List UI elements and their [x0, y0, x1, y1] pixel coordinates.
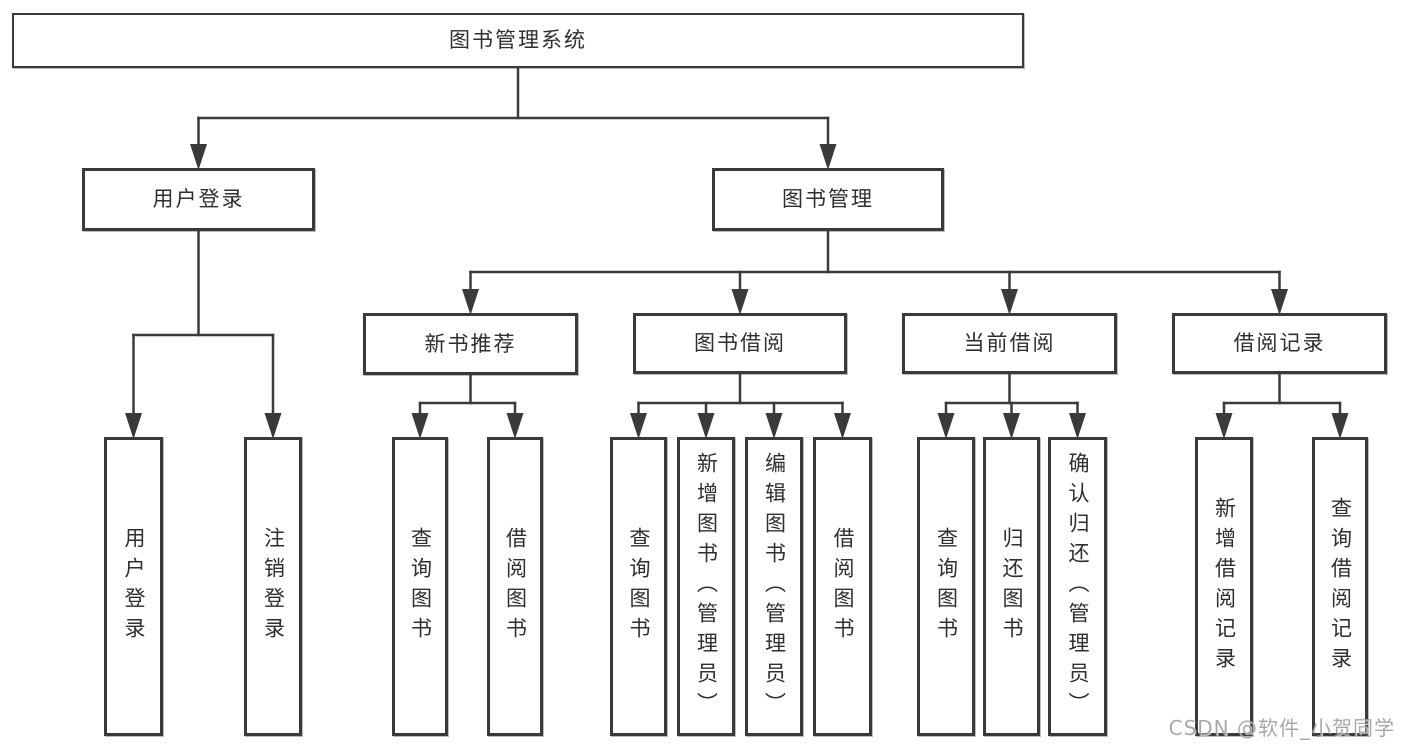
- node-label-leaf-user-login: 用户登录: [122, 526, 146, 647]
- arrowhead-icon: [1001, 289, 1018, 315]
- arrowhead-icon: [411, 413, 429, 439]
- node-leaf-user-login: 用户登录: [104, 437, 163, 736]
- arrowhead-icon: [765, 413, 783, 439]
- node-leaf-cur-query: 查询图书: [917, 437, 975, 736]
- node-label-leaf-bw-add: 新增图书（管理员）: [694, 451, 719, 722]
- node-label-leaf-cur-confirm: 确认归还（管理员）: [1066, 451, 1090, 722]
- arrowhead-icon: [834, 413, 851, 439]
- node-label-leaf-rec-add: 新增借阅记录: [1212, 496, 1237, 677]
- arrowhead-icon: [506, 413, 524, 439]
- arrowhead-icon: [264, 413, 282, 439]
- node-label-leaf-bw-edit: 编辑图书（管理员）: [762, 451, 787, 722]
- node-label-leaf-rec-query: 查询借阅记录: [1328, 496, 1353, 677]
- arrowhead-icon: [462, 289, 479, 315]
- arrowhead-icon: [1003, 413, 1020, 439]
- node-label-leaf-nb-query: 查询图书: [408, 526, 433, 647]
- node-root: 图书管理系统: [12, 13, 1024, 68]
- node-label-current: 当前借阅: [963, 331, 1056, 355]
- node-current: 当前借阅: [902, 313, 1117, 374]
- node-leaf-cur-return: 归还图书: [983, 437, 1040, 736]
- node-leaf-bw-add: 新增图书（管理员）: [677, 437, 735, 736]
- arrowhead-icon: [1271, 289, 1288, 315]
- node-leaf-cur-confirm: 确认归还（管理员）: [1048, 437, 1107, 736]
- node-borrow: 图书借阅: [633, 313, 847, 374]
- node-leaf-logout: 注销登录: [244, 437, 302, 736]
- node-leaf-nb-query: 查询图书: [392, 437, 448, 736]
- node-newbook: 新书推荐: [363, 313, 578, 375]
- node-label-newbook: 新书推荐: [424, 331, 517, 356]
- node-leaf-rec-add: 新增借阅记录: [1195, 437, 1253, 736]
- node-label-root: 图书管理系统: [449, 28, 587, 52]
- watermark-text: CSDN @软件_小贺同学: [1168, 716, 1395, 740]
- node-label-records: 借阅记录: [1233, 331, 1326, 355]
- node-label-leaf-bw-query: 查询图书: [627, 526, 651, 647]
- node-label-leaf-cur-query: 查询图书: [934, 526, 959, 647]
- node-label-leaf-cur-return: 归还图书: [1000, 526, 1024, 647]
- node-leaf-nb-borrow: 借阅图书: [487, 437, 543, 736]
- node-leaf-bw-edit: 编辑图书（管理员）: [745, 437, 803, 736]
- node-label-leaf-logout: 注销登录: [261, 526, 286, 647]
- arrowhead-icon: [731, 289, 749, 315]
- node-login: 用户登录: [82, 168, 315, 231]
- node-label-borrow: 图书借阅: [694, 331, 786, 355]
- node-label-login: 用户登录: [152, 187, 245, 211]
- node-mgmt: 图书管理: [712, 168, 944, 231]
- arrowhead-icon: [630, 413, 647, 439]
- arrowhead-icon: [190, 144, 207, 170]
- node-leaf-rec-query: 查询借阅记录: [1312, 437, 1368, 736]
- arrowhead-icon: [1215, 413, 1233, 439]
- arrowhead-icon: [125, 413, 142, 439]
- node-records: 借阅记录: [1172, 313, 1387, 374]
- node-label-leaf-bw-borrow: 借阅图书: [831, 526, 855, 647]
- arrowhead-icon: [1331, 413, 1349, 439]
- arrowhead-icon: [1069, 413, 1086, 439]
- node-leaf-bw-borrow: 借阅图书: [813, 437, 872, 736]
- node-label-leaf-nb-borrow: 借阅图书: [503, 526, 528, 647]
- arrowhead-icon: [697, 413, 715, 439]
- arrowhead-icon: [937, 413, 955, 439]
- arrowhead-icon: [819, 144, 837, 170]
- node-label-mgmt: 图书管理: [782, 187, 874, 211]
- node-leaf-bw-query: 查询图书: [610, 437, 667, 736]
